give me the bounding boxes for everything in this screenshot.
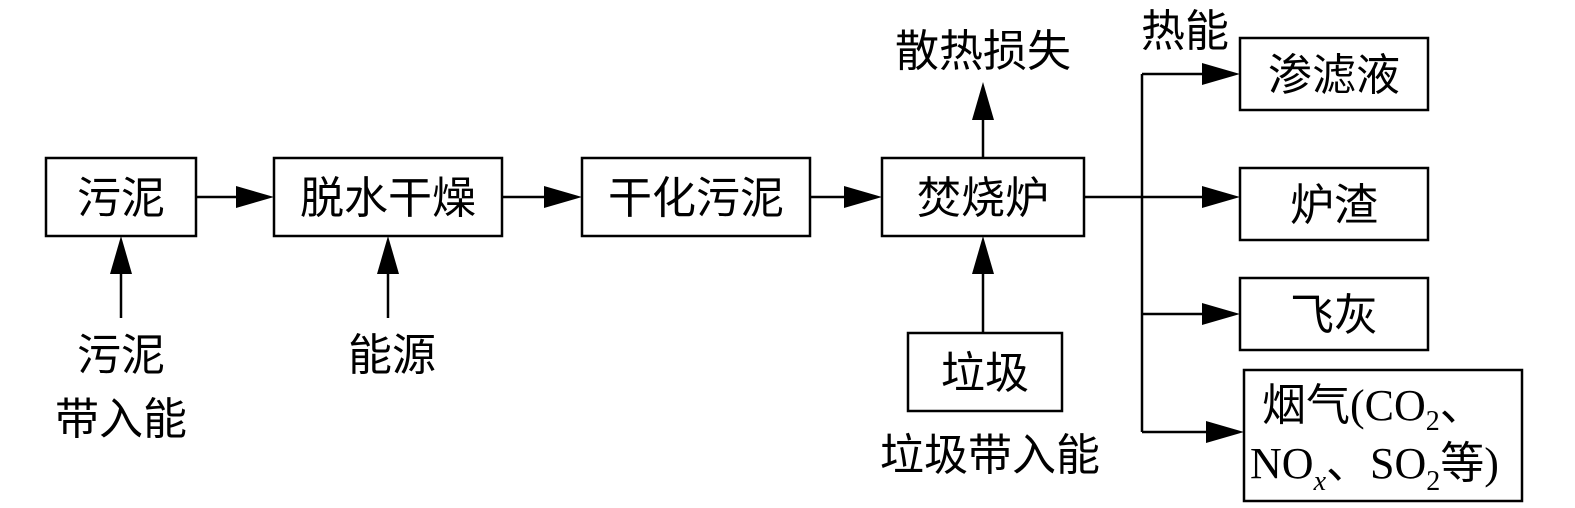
sludge-text: 污泥 xyxy=(77,173,165,224)
flue-gas-l1-sub: 2 xyxy=(1426,406,1440,437)
arrow-head-slag xyxy=(1202,186,1240,208)
flue-gas-box xyxy=(1242,368,1524,503)
garbage-text: 垃圾 xyxy=(941,348,1029,399)
arrow-head-heat-loss xyxy=(972,82,994,120)
dried-sludge-text: 干化污泥 xyxy=(608,173,784,224)
arrow-head-garbage xyxy=(972,236,994,274)
dried-sludge-box xyxy=(580,156,812,238)
leachate-text: 渗滤液 xyxy=(1268,50,1400,101)
dewater-dry-box xyxy=(272,156,504,238)
arrow-head-leachate xyxy=(1202,63,1240,85)
energy-source-label: 能源 xyxy=(348,330,436,381)
flue-gas-l1-prefix: 烟气(CO xyxy=(1262,381,1426,430)
heat-loss-label: 散热损失 xyxy=(895,26,1071,77)
garbage-box xyxy=(906,331,1064,413)
sludge-energy-label-2: 带入能 xyxy=(55,394,187,445)
flue-gas-l1-suffix: 、 xyxy=(1440,381,1484,430)
arrow-head-2 xyxy=(544,186,582,208)
incinerator-text: 焚烧炉 xyxy=(917,173,1049,224)
flue-gas-l2-c: 等) xyxy=(1440,439,1499,488)
flue-gas-line1: 烟气(CO2、 xyxy=(1262,381,1484,437)
arrow-head-fly-ash xyxy=(1202,303,1240,325)
fly-ash-text: 飞灰 xyxy=(1290,290,1378,341)
flue-gas-l2-sub-x: x xyxy=(1313,466,1327,497)
flue-gas-l2-a: NO xyxy=(1250,439,1314,488)
arrow-head-sludge-energy xyxy=(110,236,132,274)
slag-text: 炉渣 xyxy=(1290,180,1378,231)
arrow-head-3 xyxy=(844,186,882,208)
flue-gas-l2-b: 、SO xyxy=(1326,439,1426,488)
flue-gas-l2-sub-2: 2 xyxy=(1426,466,1440,497)
sludge-box xyxy=(44,156,198,238)
flue-gas-line2: NOx、SO2等) xyxy=(1250,439,1499,497)
heat-energy-label: 热能 xyxy=(1141,6,1229,57)
arrow-head-1 xyxy=(236,186,274,208)
garbage-energy-label: 垃圾带入能 xyxy=(880,430,1100,481)
sludge-energy-label-1: 污泥 xyxy=(77,330,165,381)
arrow-head-flue-gas xyxy=(1206,421,1244,443)
slag-box xyxy=(1238,166,1430,242)
arrow-head-energy-source xyxy=(377,236,399,274)
dewater-dry-text: 脱水干燥 xyxy=(300,173,476,224)
